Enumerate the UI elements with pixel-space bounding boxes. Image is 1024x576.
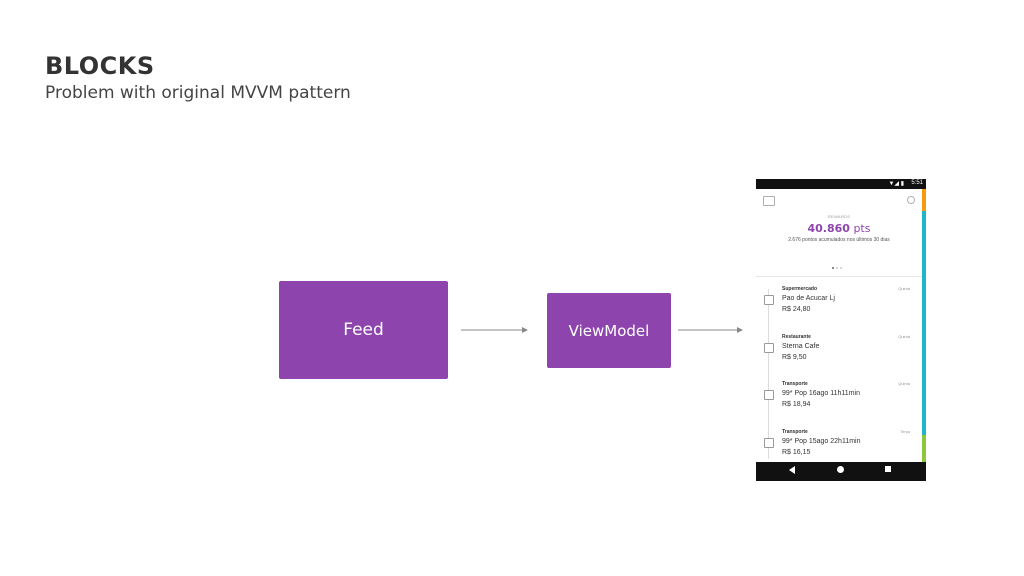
- transaction-item[interactable]: Transporte Terça 99* Pop 15ago 22h11min …: [756, 429, 922, 469]
- transaction-name: Pao de Acucar Lj: [782, 295, 835, 302]
- transaction-category: Supermercado: [782, 286, 818, 292]
- status-time: 5:51: [911, 180, 923, 186]
- gift-icon[interactable]: [763, 196, 775, 206]
- viewmodel-box: ViewModel: [547, 293, 671, 368]
- transaction-name: Sterna Cafe: [782, 343, 820, 350]
- side-strip-orange: [922, 189, 926, 211]
- status-bar: ▼◢ ▮ 5:51: [756, 179, 926, 189]
- bus-icon: [764, 438, 774, 448]
- phone-screenshot: ▼◢ ▮ 5:51 REWARDS 40.860 pts 2.676 ponto…: [756, 179, 926, 481]
- header-divider: [756, 276, 922, 277]
- rewards-header: REWARDS 40.860 pts 2.676 pontos acumulad…: [756, 189, 922, 277]
- transaction-category: Restaurante: [782, 334, 811, 340]
- page-dot: [836, 267, 838, 269]
- transaction-name: 99* Pop 16ago 11h11min: [782, 390, 860, 397]
- bus-icon: [764, 390, 774, 400]
- side-strip-cyan: [922, 211, 926, 435]
- slide-title: BLOCKS: [45, 52, 155, 80]
- transaction-amount: R$ 18,94: [782, 401, 811, 408]
- signal-icon: ▼◢ ▮: [888, 181, 904, 187]
- rewards-label: REWARDS: [827, 214, 851, 219]
- transaction-day: Terça: [900, 429, 910, 434]
- viewmodel-label: ViewModel: [568, 321, 650, 340]
- android-nav-bar: [756, 462, 926, 481]
- points-unit: pts: [853, 222, 871, 235]
- search-icon[interactable]: [907, 196, 915, 204]
- cutlery-icon: [764, 343, 774, 353]
- transaction-name: 99* Pop 15ago 22h11min: [782, 438, 861, 445]
- transaction-item[interactable]: Restaurante Quinta Sterna Cafe R$ 9,50: [756, 334, 922, 374]
- transaction-item[interactable]: Supermercado Quinta Pao de Acucar Lj R$ …: [756, 286, 922, 326]
- back-icon[interactable]: [789, 466, 795, 474]
- transaction-amount: R$ 9,50: [782, 354, 807, 361]
- points-description: 2.676 pontos acumulados nos últimos 30 d…: [788, 237, 890, 243]
- arrow-feed-to-viewmodel: [461, 327, 528, 333]
- transaction-category: Transporte: [782, 381, 808, 387]
- slide-subtitle: Problem with original MVVM pattern: [45, 83, 351, 103]
- arrow-viewmodel-to-phone: [678, 327, 743, 333]
- points-display: 40.860 pts: [756, 222, 922, 235]
- page-indicator: [832, 267, 852, 271]
- points-value: 40.860: [807, 222, 850, 235]
- page-dot: [840, 267, 842, 269]
- page-dot-active: [832, 267, 834, 269]
- timeline-line: [768, 289, 769, 459]
- feed-label: Feed: [343, 320, 384, 340]
- recents-icon[interactable]: [885, 466, 891, 472]
- transaction-item[interactable]: Transporte Quinta 99* Pop 16ago 11h11min…: [756, 381, 922, 421]
- transaction-day: Quinta: [898, 334, 910, 339]
- transaction-amount: R$ 24,80: [782, 306, 811, 313]
- transaction-day: Quinta: [898, 286, 910, 291]
- home-icon[interactable]: [837, 466, 844, 473]
- cart-icon: [764, 295, 774, 305]
- feed-box: Feed: [279, 281, 448, 379]
- side-strip-green: [922, 435, 926, 462]
- transaction-day: Quinta: [898, 381, 910, 386]
- transaction-category: Transporte: [782, 429, 808, 435]
- transaction-amount: R$ 16,15: [782, 449, 811, 456]
